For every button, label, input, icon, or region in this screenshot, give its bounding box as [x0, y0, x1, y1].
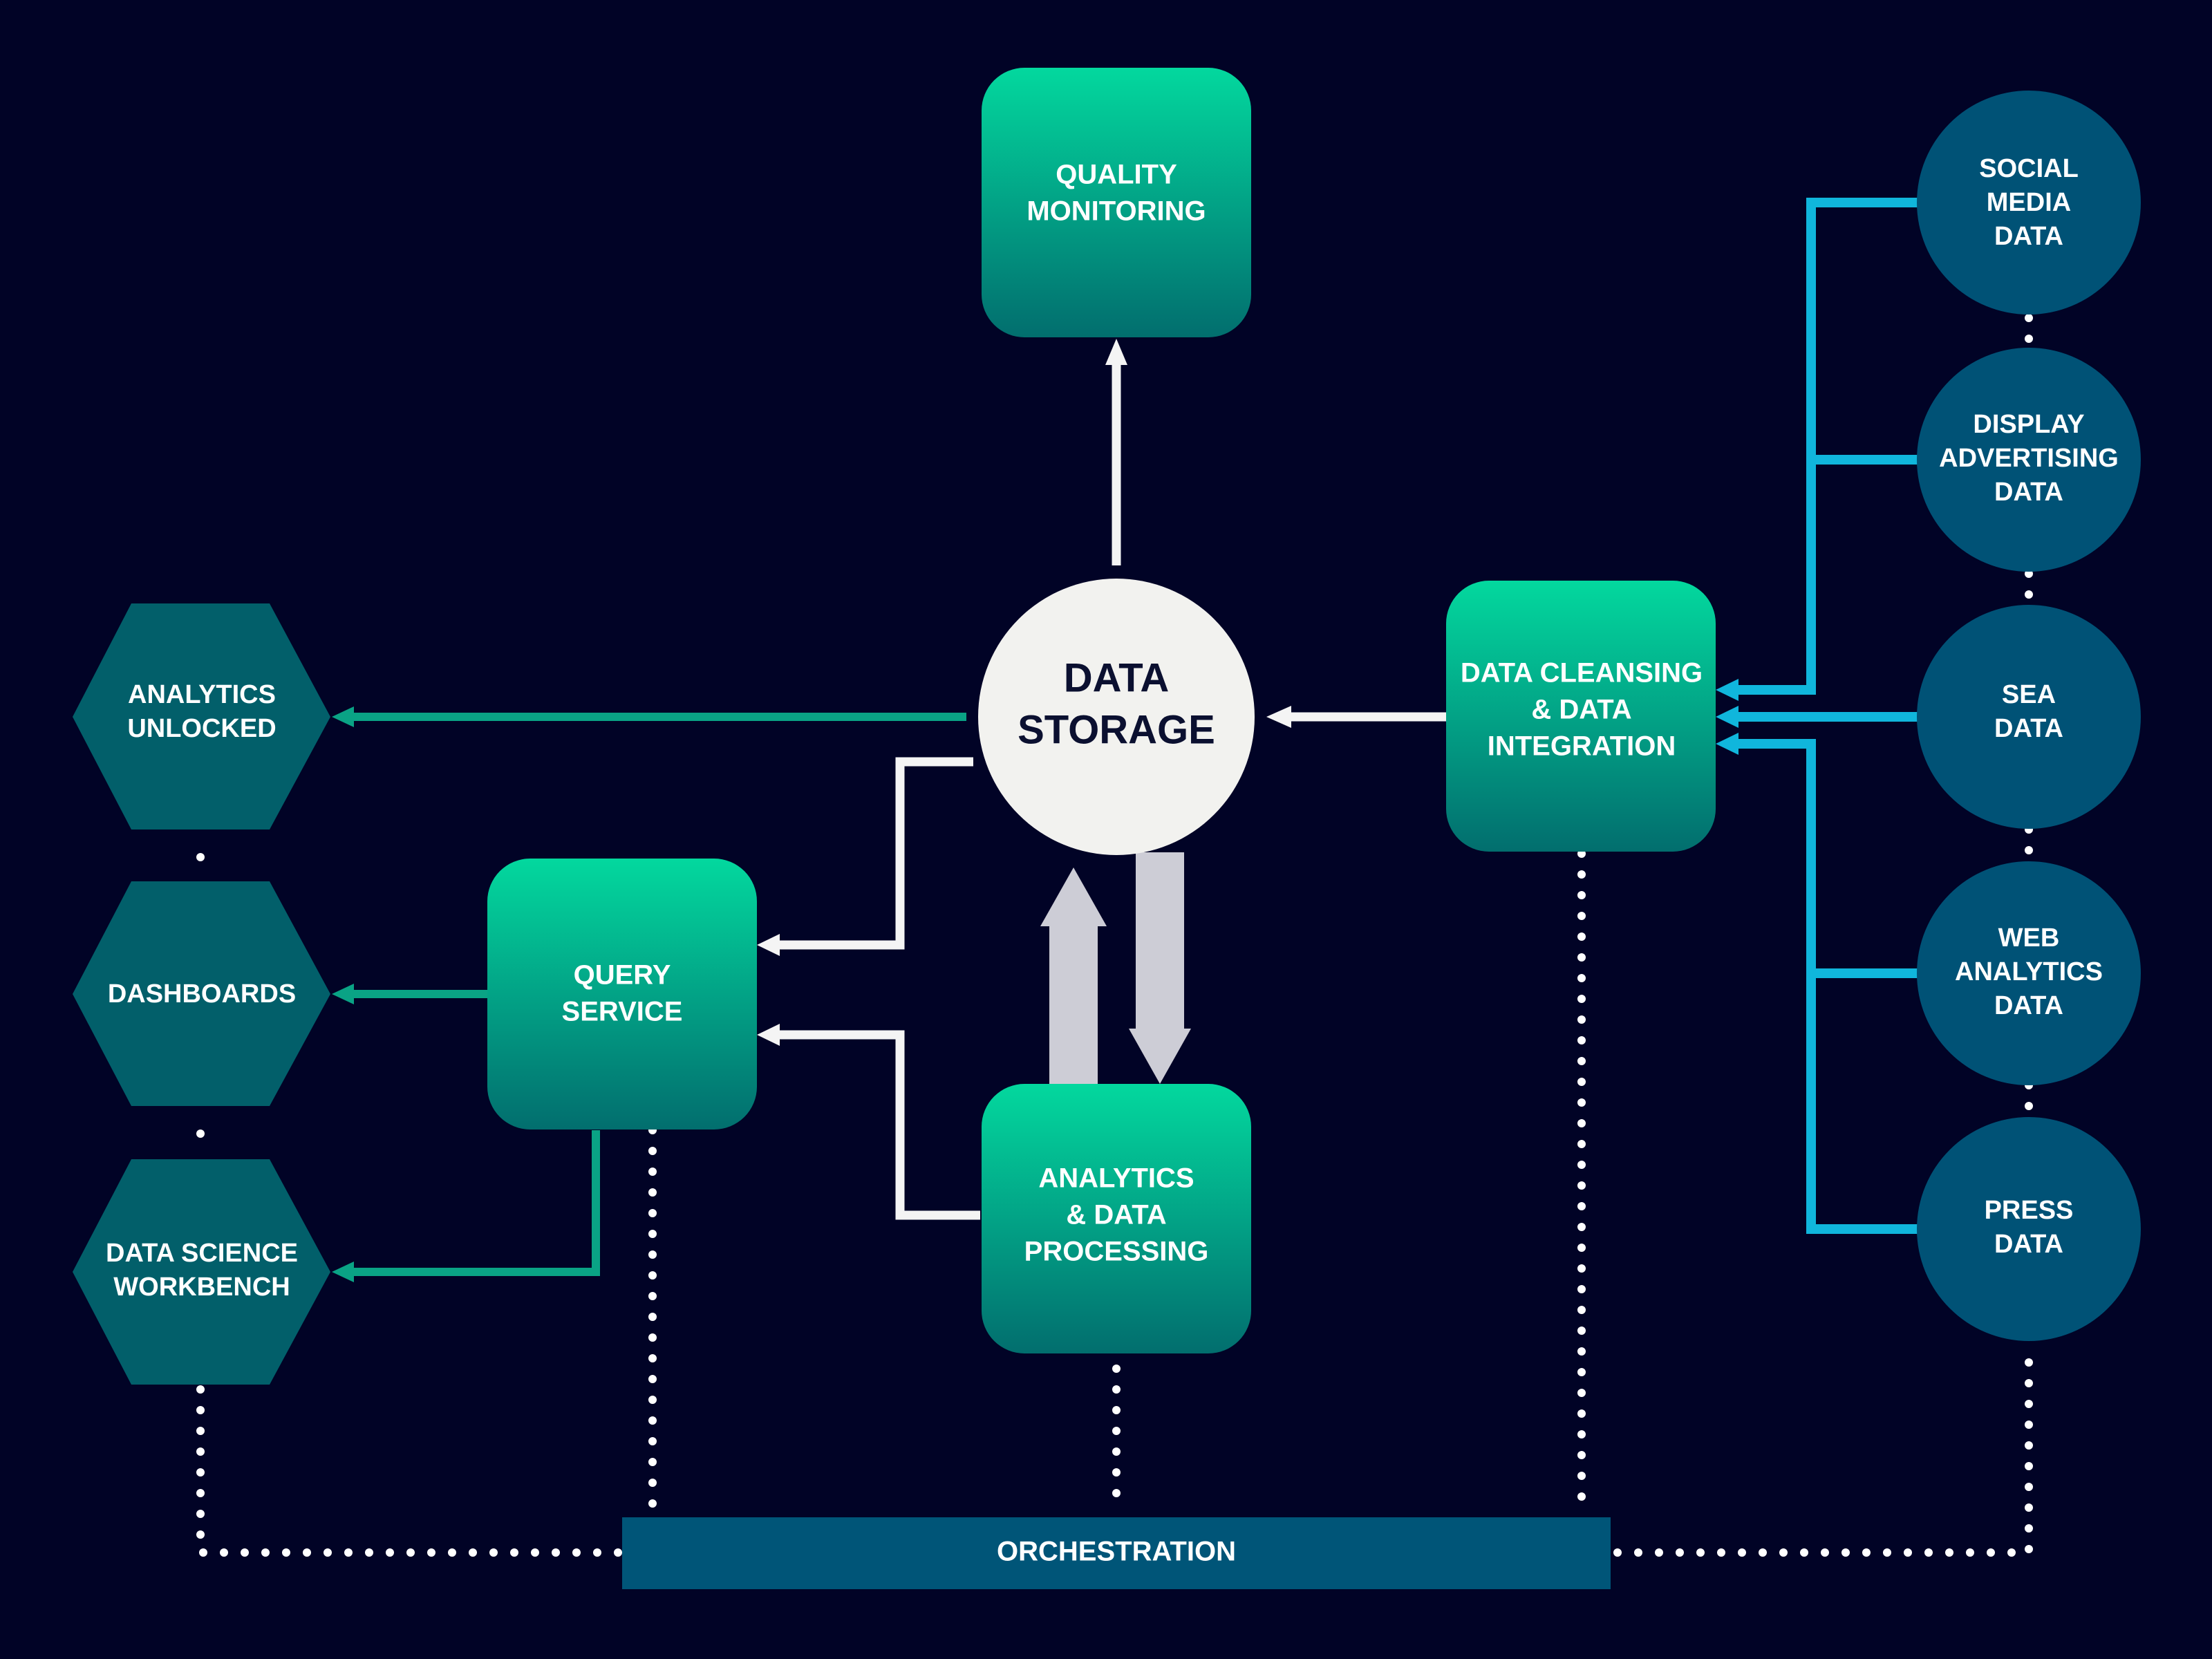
orchestration-bar: ORCHESTRATION	[622, 1517, 1611, 1589]
analytics-processing-line-1: ANALYTICS	[1038, 1163, 1194, 1194]
data-storage-node: DATA STORAGE	[978, 579, 1255, 855]
output-label: WORKBENCH	[113, 1273, 290, 1302]
output-label: DASHBOARDS	[108, 980, 296, 1009]
source-label: DATA	[1994, 714, 2063, 743]
data-storage-line-1: DATA	[1064, 655, 1169, 700]
analytics-processing-line-2: & DATA	[1066, 1200, 1166, 1230]
analytics-processing-box: ANALYTICS & DATA PROCESSING	[982, 1084, 1251, 1353]
source-label: DATA	[1994, 222, 2063, 251]
source-web-analytics	[1917, 861, 2141, 1085]
source-label: SOCIAL	[1979, 154, 2079, 183]
quality-monitoring-line-2: MONITORING	[1027, 196, 1206, 227]
source-display-advertising	[1917, 348, 2141, 572]
white-connectors	[780, 365, 1446, 1220]
source-label: SEA	[2002, 680, 2056, 709]
source-sea	[1917, 605, 2141, 829]
data-cleansing-line-2: & DATA	[1531, 695, 1631, 725]
source-social-media	[1917, 91, 2141, 315]
data-cleansing-line-1: DATA CLEANSING	[1461, 658, 1703, 688]
source-press	[1917, 1117, 2141, 1341]
query-service-box: QUERY SERVICE	[487, 859, 757, 1130]
orchestration-label: ORCHESTRATION	[997, 1537, 1236, 1567]
source-label: WEB	[1998, 924, 2060, 953]
source-label: DATA	[1994, 478, 2063, 507]
output-labels: ANALYTICS UNLOCKED DASHBOARDS DATA SCIEN…	[106, 680, 298, 1302]
source-arrowheads	[1716, 679, 1738, 755]
up-arrow	[1040, 868, 1107, 1084]
source-labels: SOCIAL MEDIA DATA DISPLAY ADVERTISING DA…	[1939, 154, 2119, 1259]
source-label: DATA	[1994, 1230, 2063, 1259]
output-dashboards	[73, 881, 330, 1106]
data-cleansing-box: DATA CLEANSING & DATA INTEGRATION	[1446, 581, 1716, 852]
orchestration-connectors	[196, 314, 2033, 1557]
query-service-line-2: SERVICE	[562, 997, 683, 1027]
source-nodes	[1917, 91, 2141, 1341]
output-data-science-workbench	[73, 1159, 330, 1385]
output-label: UNLOCKED	[127, 714, 276, 743]
source-label: DATA	[1994, 991, 2063, 1020]
source-label: DISPLAY	[1973, 410, 2084, 439]
data-cleansing-line-3: INTEGRATION	[1488, 731, 1676, 762]
storage-processing-arrows	[1040, 852, 1191, 1084]
white-arrowheads	[757, 339, 1291, 1046]
output-connectors	[354, 713, 966, 1276]
analytics-processing-line-3: PROCESSING	[1024, 1237, 1209, 1267]
source-label: ADVERTISING	[1939, 444, 2119, 473]
output-label: DATA SCIENCE	[106, 1239, 298, 1268]
source-label: MEDIA	[1987, 188, 2071, 217]
query-service-line-1: QUERY	[574, 960, 671, 991]
source-label: PRESS	[1985, 1196, 2074, 1225]
output-analytics-unlocked	[73, 603, 330, 830]
output-arrowheads	[332, 706, 354, 1282]
quality-monitoring-box: QUALITY MONITORING	[982, 68, 1251, 337]
quality-monitoring-line-1: QUALITY	[1056, 160, 1177, 190]
source-label: ANALYTICS	[1955, 957, 2103, 986]
output-nodes	[73, 603, 330, 1385]
down-arrow	[1129, 852, 1191, 1084]
data-storage-line-2: STORAGE	[1018, 707, 1215, 752]
source-connectors	[1738, 198, 1918, 1234]
output-label: ANALYTICS	[128, 680, 276, 709]
